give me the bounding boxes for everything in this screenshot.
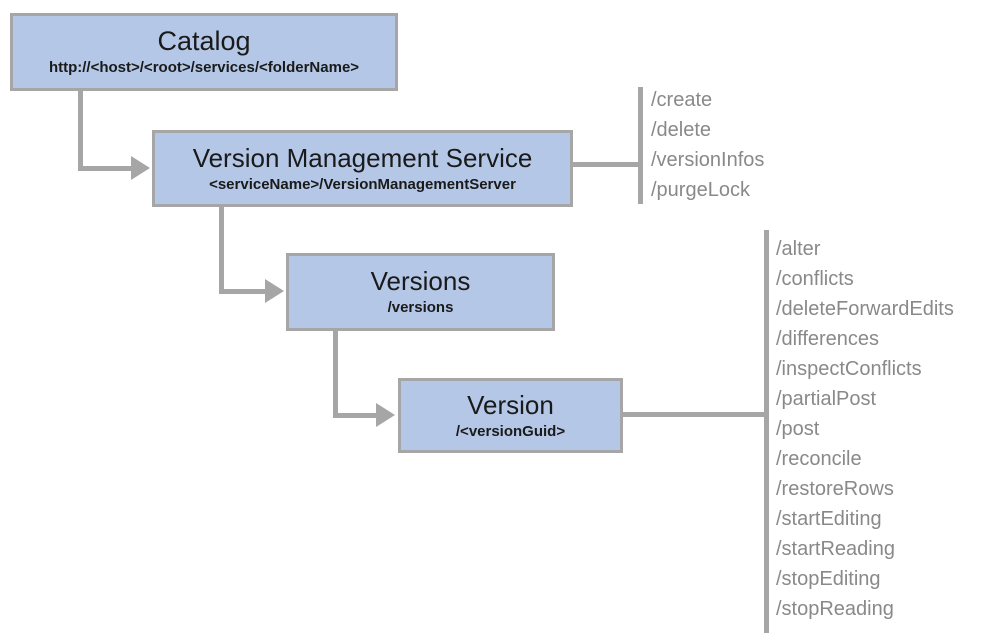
connector-versions-to-version-horizontal [333,413,378,418]
arrowhead-icon [265,279,284,303]
operation-label: /restoreRows [776,478,894,500]
connector-vms-to-versions-horizontal [219,289,267,294]
operation-label: /alter [776,238,821,260]
connector-catalog-to-vms-horizontal [78,166,133,171]
node-catalog-title: Catalog [157,26,251,56]
arrowhead-icon [131,156,150,180]
version-operations-bracket [764,230,769,633]
operation-label: /stopEditing [776,568,881,590]
arrowhead-icon [376,403,395,427]
node-versions: Versions /versions [286,253,555,331]
operation-label: /startReading [776,538,895,560]
node-versions-title: Versions [370,266,471,296]
node-catalog-subtitle: http://<host>/<root>/services/<folderNam… [48,59,360,76]
operation-label: /partialPost [776,388,877,410]
operation-label: /delete [651,119,712,141]
node-vms-subtitle: <serviceName>/VersionManagementServer [209,175,516,193]
node-version: Version /<versionGuid> [398,378,623,453]
operation-label: /create [651,89,713,111]
node-versions-subtitle: /versions [387,299,454,316]
operation-label: /reconcile [776,448,862,470]
operation-label: /stopReading [776,598,894,620]
operation-label: /startEditing [776,508,882,530]
node-catalog: Catalog http://<host>/<root>/services/<f… [10,13,398,91]
connector-versions-to-version-vertical [333,331,338,418]
operation-label: /post [776,418,820,440]
operation-label: /deleteForwardEdits [776,298,954,320]
connector-vms-to-operations [573,162,640,167]
node-version-management-service: Version Management Service <serviceName>… [152,130,573,207]
connector-catalog-to-vms-vertical [78,91,83,171]
vms-operations-list: /create/delete/versionInfos/purgeLock [651,85,764,205]
operation-label: /inspectConflicts [776,358,922,380]
operation-label: /versionInfos [651,149,765,171]
version-operations-list: /alter/conflicts/deleteForwardEdits/diff… [776,234,954,624]
operation-label: /purgeLock [651,179,750,201]
node-version-title: Version [467,389,554,420]
node-version-subtitle: /<versionGuid> [455,422,566,440]
operation-label: /differences [776,328,880,350]
vms-operations-bracket [638,87,643,204]
connector-version-to-operations [623,412,766,417]
operation-label: /conflicts [776,268,854,290]
node-vms-title: Version Management Service [192,142,533,173]
connector-vms-to-versions-vertical [219,207,224,294]
